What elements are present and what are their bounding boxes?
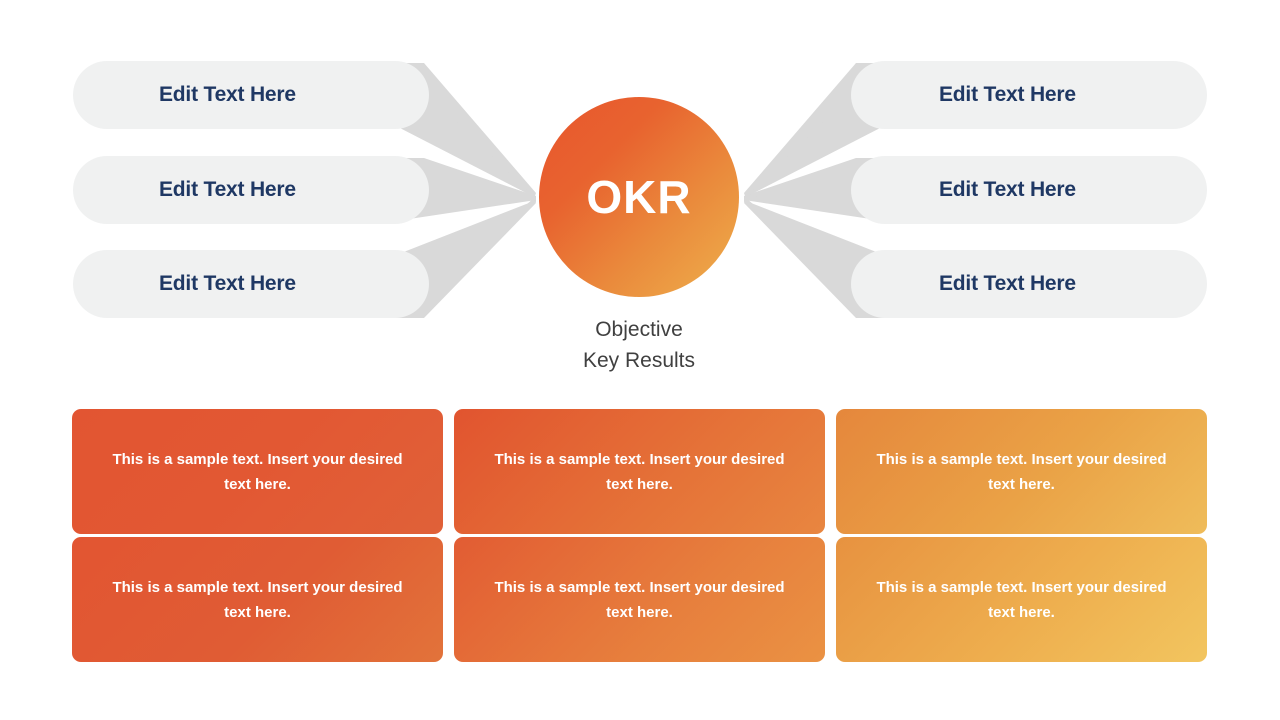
pill-right-2[interactable]: Edit Text Here	[851, 156, 1207, 224]
card-row1-col2-text: This is a sample text. Insert your desir…	[494, 450, 785, 493]
card-row1-col3-text: This is a sample text. Insert your desir…	[876, 450, 1167, 493]
pill-left-1-label: Edit Text Here	[159, 83, 296, 106]
pill-left-1[interactable]: Edit Text Here	[73, 61, 429, 129]
caption-line-key-results: Key Results	[582, 349, 696, 372]
card-row1-col2[interactable]: This is a sample text. Insert your desir…	[454, 409, 825, 534]
pill-right-2-label: Edit Text Here	[939, 178, 1076, 201]
okr-center-circle[interactable]: OKR	[539, 97, 739, 297]
okr-center-label: OKR	[586, 171, 692, 223]
card-row1-col1[interactable]: This is a sample text. Insert your desir…	[72, 409, 443, 534]
card-row2-col3[interactable]: This is a sample text. Insert your desir…	[836, 537, 1207, 662]
pill-left-3[interactable]: Edit Text Here	[73, 250, 429, 318]
pill-right-3-label: Edit Text Here	[939, 272, 1076, 295]
card-row2-col2-text: This is a sample text. Insert your desir…	[494, 578, 785, 621]
card-row2-col1[interactable]: This is a sample text. Insert your desir…	[72, 537, 443, 662]
card-row1-col1-text: This is a sample text. Insert your desir…	[112, 450, 403, 493]
card-row1-col3[interactable]: This is a sample text. Insert your desir…	[836, 409, 1207, 534]
pill-left-2[interactable]: Edit Text Here	[73, 156, 429, 224]
pill-left-3-label: Edit Text Here	[159, 272, 296, 295]
pill-right-1[interactable]: Edit Text Here	[851, 61, 1207, 129]
card-row2-col2[interactable]: This is a sample text. Insert your desir…	[454, 537, 825, 662]
okr-caption: Objective Key Results	[489, 314, 789, 376]
card-row2-col1-text: This is a sample text. Insert your desir…	[112, 578, 403, 621]
card-row2-col3-text: This is a sample text. Insert your desir…	[876, 578, 1167, 621]
pill-left-2-label: Edit Text Here	[159, 178, 296, 201]
pill-right-1-label: Edit Text Here	[939, 83, 1076, 106]
pill-right-3[interactable]: Edit Text Here	[851, 250, 1207, 318]
caption-line-objective: Objective	[595, 318, 683, 341]
